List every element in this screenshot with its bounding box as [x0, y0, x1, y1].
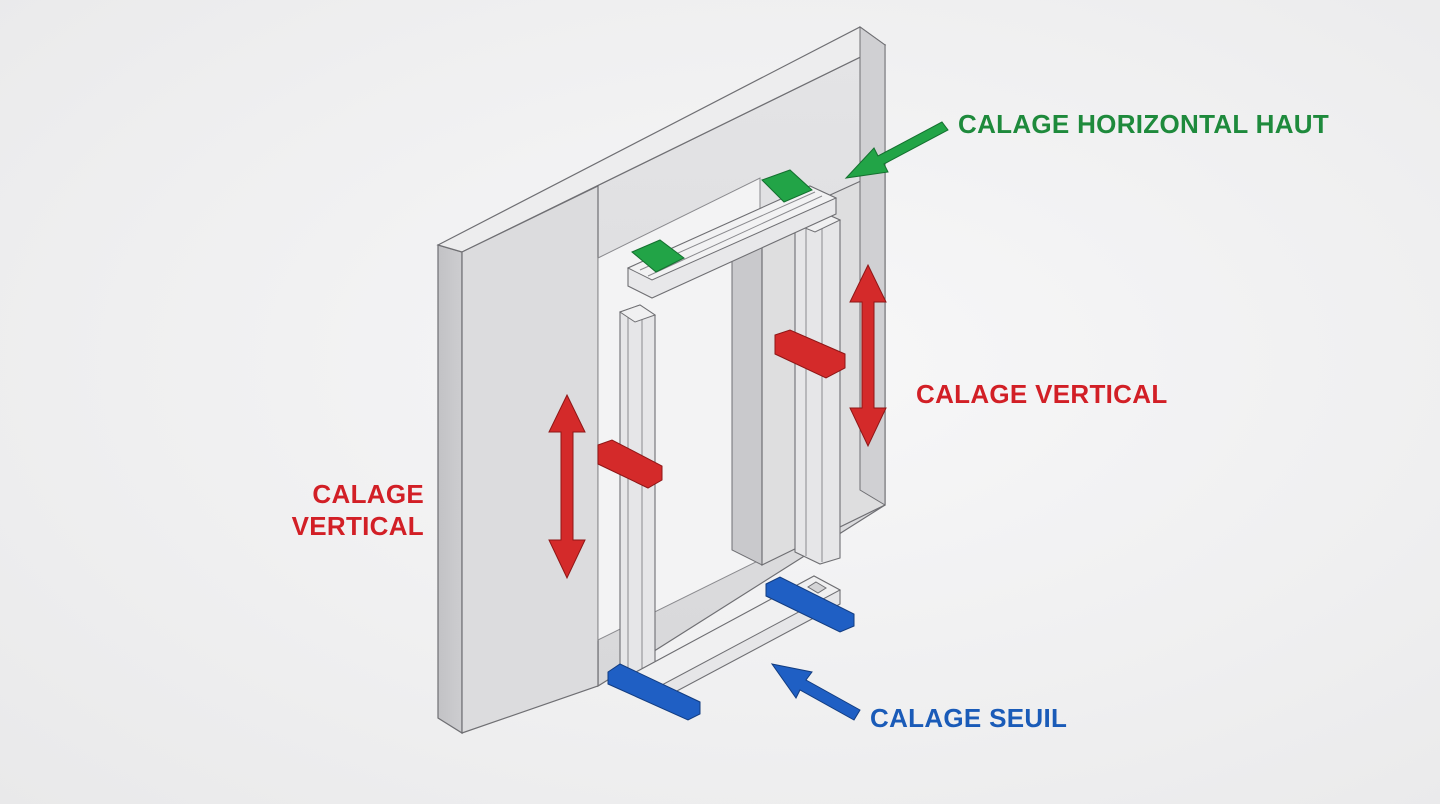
right-jamb — [793, 211, 842, 565]
label-threshold: CALAGE SEUIL — [870, 703, 1068, 733]
threshold-shim-right — [765, 576, 855, 633]
label-vertical-right: CALAGE VERTICAL — [916, 379, 1168, 409]
label-top-horizontal: CALAGE HORIZONTAL HAUT — [958, 109, 1330, 139]
top-shim-right — [761, 169, 813, 203]
threshold-shims — [607, 576, 855, 721]
wall-left-edge — [437, 244, 463, 735]
label-vertical-left: CALAGE VERTICAL — [280, 478, 424, 542]
wall-right-reveal — [731, 225, 763, 566]
top-shim-left — [631, 239, 685, 273]
vertical-arrow-left — [548, 393, 586, 580]
threshold-arrow — [770, 663, 861, 721]
vertical-shim-left — [597, 439, 663, 489]
top-horizontal-shims — [631, 169, 813, 273]
vertical-arrow-right — [849, 263, 887, 448]
top-horizontal-arrow — [844, 121, 949, 179]
label-vertical-left-line1: CALAGE — [312, 479, 424, 509]
vertical-shim-right — [774, 329, 846, 379]
vertical-shims — [597, 329, 846, 489]
threshold-shim-left — [607, 663, 701, 721]
wall-left-leg — [461, 185, 599, 734]
label-vertical-left-line2: VERTICAL — [291, 511, 424, 541]
left-jamb — [618, 304, 657, 677]
